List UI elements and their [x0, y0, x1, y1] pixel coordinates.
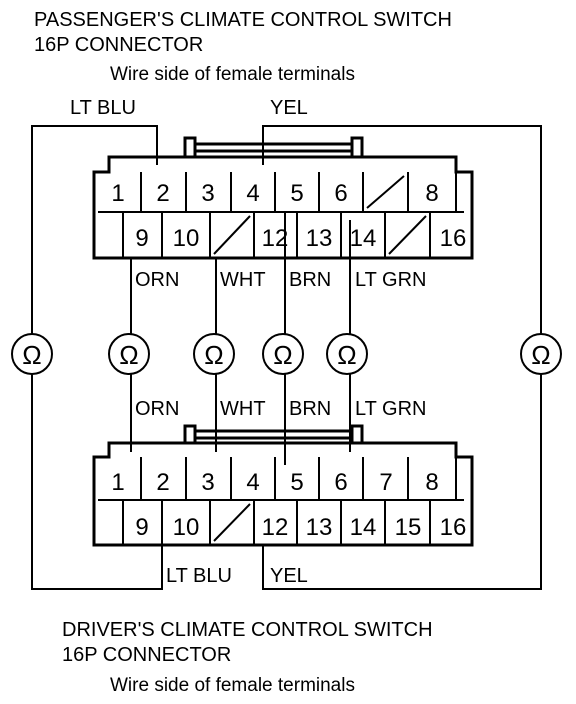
- passenger-pin-6: 6: [334, 180, 347, 207]
- passenger-pin-4: 4: [246, 180, 259, 207]
- passenger-pin-1: 1: [111, 180, 124, 207]
- driver-title-line1: DRIVER'S CLIMATE CONTROL SWITCH: [62, 619, 433, 641]
- ohmmeter-icon: Ω: [262, 333, 304, 375]
- driver-pin-6: 6: [334, 469, 347, 496]
- driver-pin-8: 8: [425, 469, 438, 496]
- ohm-symbol-5: Ω: [337, 340, 356, 370]
- ohmmeter-icon: Ω: [108, 333, 150, 375]
- driver-title-line2: 16P CONNECTOR: [62, 644, 231, 666]
- driver-pin-1: 1: [111, 469, 124, 496]
- driver-connector: [92, 424, 474, 547]
- wire-label-wht-bottom: WHT: [220, 398, 266, 420]
- passenger-pin-10: 10: [173, 225, 200, 252]
- driver-pin-4: 4: [246, 469, 259, 496]
- passenger-pin-3: 3: [201, 180, 214, 207]
- driver-subtitle: Wire side of female terminals: [110, 675, 355, 696]
- wire-label-yel-bottom: YEL: [270, 565, 308, 587]
- passenger-subtitle: Wire side of female terminals: [110, 64, 355, 85]
- wire-label-orn-bottom: ORN: [135, 398, 179, 420]
- passenger-pin-16: 16: [440, 225, 467, 252]
- driver-pin-14: 14: [350, 514, 377, 541]
- passenger-title-line1: PASSENGER'S CLIMATE CONTROL SWITCH: [34, 9, 452, 31]
- ohm-symbol-6: Ω: [531, 340, 550, 370]
- ohm-symbol-3: Ω: [204, 340, 223, 370]
- driver-pin-10: 10: [173, 514, 200, 541]
- passenger-pin-9: 9: [135, 225, 148, 252]
- driver-pin-16: 16: [440, 514, 467, 541]
- passenger-pin-2: 2: [156, 180, 169, 207]
- passenger-pin-8: 8: [425, 180, 438, 207]
- wire-label-lt-blu-top: LT BLU: [70, 97, 136, 119]
- passenger-pin-12: 12: [262, 225, 289, 252]
- driver-pin-13: 13: [306, 514, 333, 541]
- wire-label-lt-grn-top: LT GRN: [355, 269, 427, 291]
- ohmmeter-icon: Ω: [520, 333, 562, 375]
- ohm-symbol-4: Ω: [273, 340, 292, 370]
- driver-pin-15: 15: [395, 514, 422, 541]
- wire-label-brn-top: BRN: [289, 269, 331, 291]
- ohmmeter-icon: Ω: [326, 333, 368, 375]
- driver-pin-3: 3: [201, 469, 214, 496]
- ohmmeter-icon: Ω: [11, 333, 53, 375]
- driver-pin-12: 12: [262, 514, 289, 541]
- driver-pin-5: 5: [290, 469, 303, 496]
- wire-label-lt-blu-bottom: LT BLU: [166, 565, 232, 587]
- wire-label-wht-top: WHT: [220, 269, 266, 291]
- driver-pin-7: 7: [379, 469, 392, 496]
- passenger-pin-5: 5: [290, 180, 303, 207]
- passenger-title-line2: 16P CONNECTOR: [34, 34, 203, 56]
- wire-label-orn-top: ORN: [135, 269, 179, 291]
- ohm-symbol-1: Ω: [22, 340, 41, 370]
- driver-pin-2: 2: [156, 469, 169, 496]
- wire-label-yel-top: YEL: [270, 97, 308, 119]
- passenger-connector: [92, 136, 474, 260]
- wire-label-brn-bottom: BRN: [289, 398, 331, 420]
- ohm-symbol-2: Ω: [119, 340, 138, 370]
- passenger-pin-13: 13: [306, 225, 333, 252]
- wire-label-lt-grn-bottom: LT GRN: [355, 398, 427, 420]
- ohmmeter-icon: Ω: [193, 333, 235, 375]
- driver-pin-9: 9: [135, 514, 148, 541]
- passenger-pin-14: 14: [350, 225, 377, 252]
- wires: [31, 125, 542, 590]
